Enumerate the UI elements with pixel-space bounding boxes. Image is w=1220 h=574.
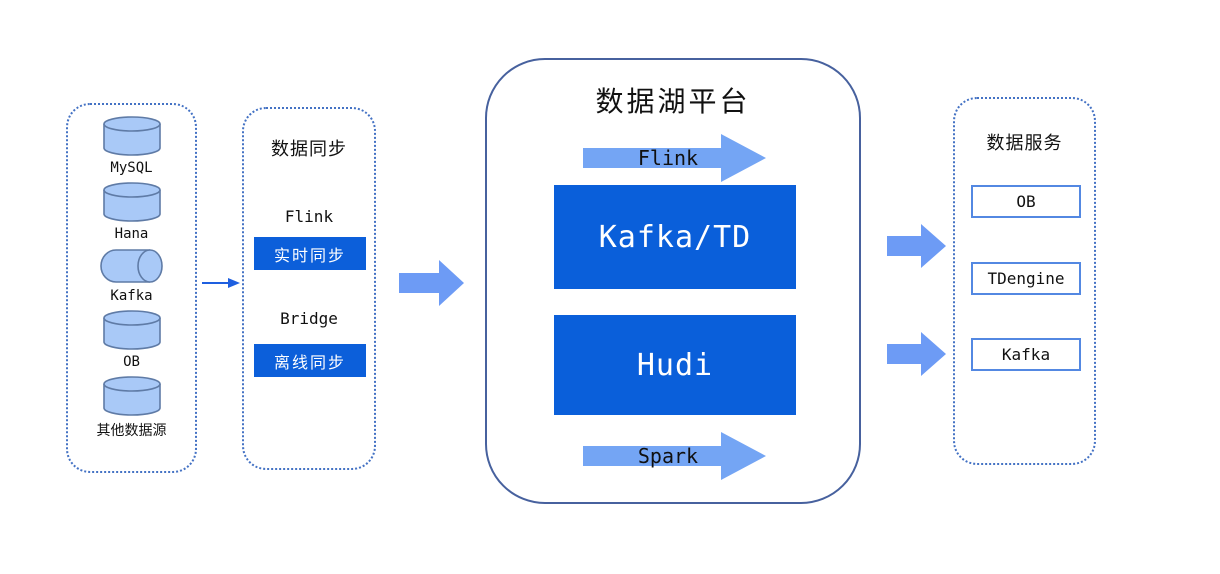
source-label: OB [123, 354, 140, 370]
flink-flow-arrow: Flink [583, 134, 767, 182]
platform-to-services-arrow-top-icon [887, 224, 946, 268]
sync-engine-label-bridge: Bridge [280, 309, 338, 328]
source-item-other: 其他数据源 [97, 376, 167, 443]
sync-engine-label-flink: Flink [284, 207, 334, 226]
service-box-ob: OB [971, 185, 1081, 218]
service-box-label: TDengine [987, 269, 1065, 288]
right-arrow-icon [583, 134, 766, 182]
source-label: 其他数据源 [96, 423, 167, 439]
sources-to-sync-arrow-icon [202, 278, 240, 288]
storage-box-kafka-td: Kafka/TD [554, 185, 796, 289]
offline-sync-badge: 离线同步 [254, 344, 366, 377]
queue-cylinder-icon [99, 249, 163, 283]
spark-flow-arrow: Spark [583, 432, 767, 480]
flow-label: Spark [637, 444, 699, 468]
platform-to-services-arrow-bottom-icon [887, 332, 946, 376]
data-lake-platform: 数据湖平台 Flink Kafka/TD Hudi Spark [485, 58, 861, 504]
right-arrow-icon [583, 432, 766, 480]
database-cylinder-icon [102, 182, 161, 222]
service-box-kafka: Kafka [971, 338, 1081, 371]
database-cylinder-icon [102, 310, 161, 350]
source-label: Hana [114, 226, 149, 242]
data-sources-panel: MySQL Hana Kafka [66, 103, 197, 473]
sync-panel-title: 数据同步 [271, 139, 347, 160]
source-item-kafka: Kafka [99, 248, 165, 307]
services-panel-title: 数据服务 [986, 133, 1063, 154]
service-box-label: Kafka [1001, 345, 1051, 364]
service-box-label: OB [1016, 192, 1036, 211]
platform-title: 数据湖平台 [595, 85, 751, 118]
storage-box-label: Kafka/TD [598, 219, 752, 255]
source-label: Kafka [110, 288, 153, 304]
realtime-sync-badge: 实时同步 [254, 237, 366, 270]
source-item-ob: OB [102, 310, 161, 373]
database-cylinder-icon [102, 376, 161, 416]
storage-box-label: Hudi [636, 347, 714, 383]
flow-label: Flink [637, 146, 699, 170]
service-box-tdengine: TDengine [971, 262, 1081, 295]
source-label: MySQL [110, 160, 153, 176]
database-cylinder-icon [102, 116, 161, 156]
sync-to-platform-arrow-icon [399, 260, 464, 306]
data-services-panel: 数据服务 OB TDengine Kafka [953, 97, 1096, 465]
source-item-hana: Hana [102, 182, 161, 245]
data-sync-panel: 数据同步 Flink 实时同步 Bridge 离线同步 [242, 107, 376, 470]
source-item-mysql: MySQL [102, 116, 161, 179]
storage-box-hudi: Hudi [554, 315, 796, 415]
